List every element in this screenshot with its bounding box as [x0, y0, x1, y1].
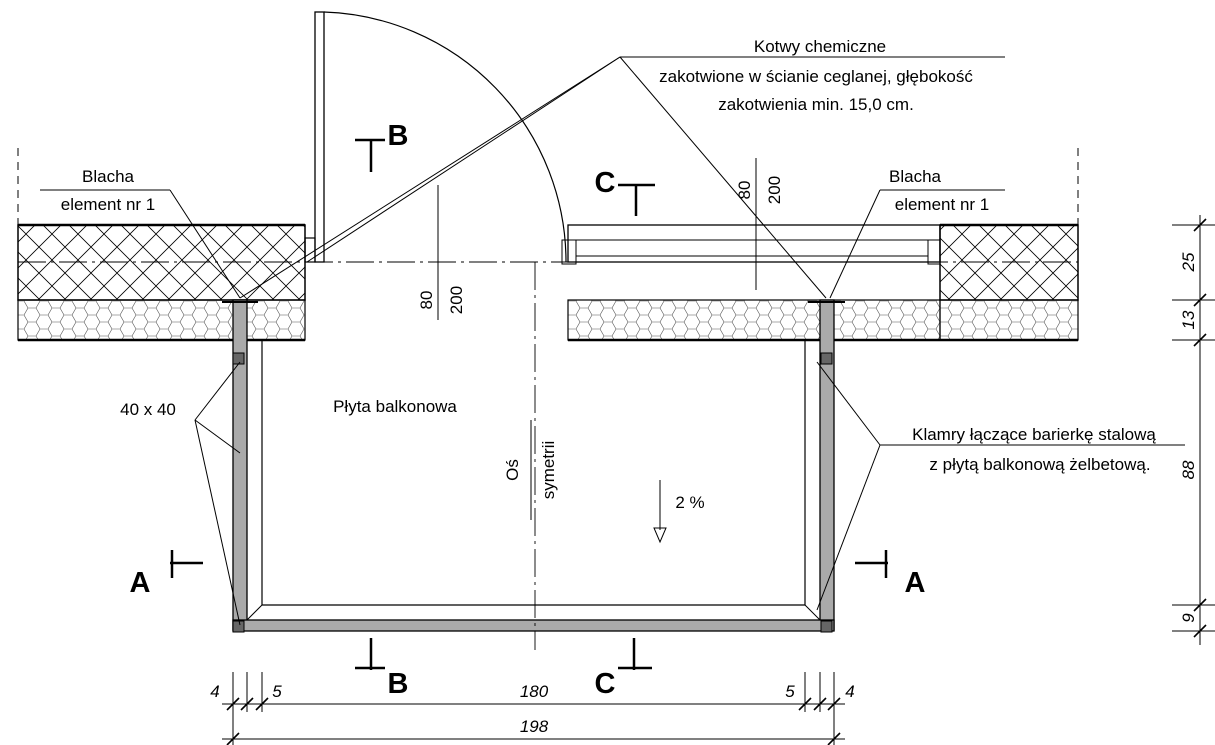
section-marker-a-right: A — [855, 550, 926, 599]
axis-label1: Oś — [503, 459, 522, 481]
section-b-bottom-label: B — [388, 668, 409, 700]
dim-bottom-180: 180 — [520, 682, 549, 701]
anchors-note-line3: zakotwienia min. 15,0 cm. — [718, 95, 914, 114]
bottom-dimension-chain — [222, 672, 845, 745]
clamps-label1: Klamry łączące barierkę stalową — [912, 425, 1156, 444]
dim-bottom-4-right: 4 — [845, 682, 854, 701]
axis-label2: symetrii — [539, 441, 558, 500]
balcony-door — [304, 11, 567, 263]
dim-bottom-5-left: 5 — [272, 682, 282, 701]
window-height-top: 80 — [735, 181, 754, 200]
leader-lines — [40, 56, 1185, 626]
steel-railing — [222, 299, 845, 633]
section-a-right-label: A — [905, 567, 926, 599]
wall-left — [17, 223, 306, 342]
section-marker-a-left: A — [130, 550, 203, 599]
section-marker-c-bottom: C — [595, 638, 652, 700]
section-marker-c-top: C — [595, 167, 655, 216]
door-height-top: 80 — [417, 291, 436, 310]
balcony-slab — [243, 339, 821, 621]
section-c-bottom-label: C — [595, 668, 616, 700]
section-marker-b-top: B — [355, 120, 408, 172]
sheet-right-label1: Blacha — [889, 167, 942, 186]
profile-label: 40 x 40 — [120, 400, 176, 419]
dim-right-9: 9 — [1179, 613, 1198, 623]
dim-right-88: 88 — [1179, 460, 1198, 479]
anchors-note-line2: zakotwione w ścianie ceglanej, głębokość — [659, 67, 973, 86]
right-dimension-chain — [1172, 215, 1215, 645]
sheet-right-label2: element nr 1 — [895, 195, 990, 214]
dim-right-25: 25 — [1179, 252, 1198, 272]
section-marker-b-bottom: B — [355, 638, 408, 700]
section-c-top-label: C — [595, 167, 616, 199]
window-height-marker: 80 200 — [735, 158, 784, 290]
section-a-left-label: A — [130, 567, 151, 599]
sheet-left-label2: element nr 1 — [61, 195, 156, 214]
window-height-bottom: 200 — [765, 176, 784, 204]
dim-right-13: 13 — [1179, 310, 1198, 329]
window-frame — [561, 224, 941, 265]
slope-label: 2 % — [675, 493, 704, 512]
dim-bottom-total: 198 — [520, 717, 549, 736]
wall-right — [939, 223, 1079, 342]
slab-label: Płyta balkonowa — [333, 397, 457, 416]
dim-bottom-5-right: 5 — [785, 682, 795, 701]
dim-bottom-4-left: 4 — [210, 682, 219, 701]
door-height-marker: 80 200 — [417, 185, 466, 320]
section-b-top-label: B — [388, 120, 409, 152]
sheet-left-label1: Blacha — [82, 167, 135, 186]
anchors-note-line1: Kotwy chemiczne — [754, 37, 886, 56]
door-height-bottom: 200 — [447, 286, 466, 314]
clamps-label2: z płytą balkonową żelbetową. — [929, 455, 1150, 474]
window-sill-insulation — [567, 299, 941, 342]
slope-arrow-icon — [653, 480, 667, 544]
